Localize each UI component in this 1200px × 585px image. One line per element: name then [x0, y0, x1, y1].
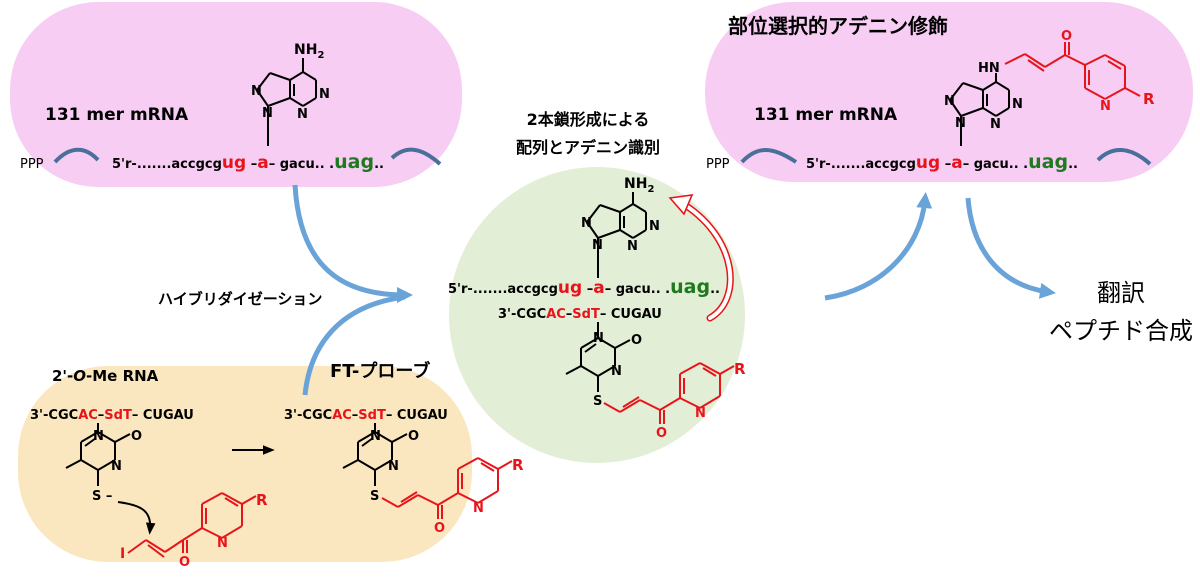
atom-n: N — [695, 406, 706, 421]
thioether-enone-linker — [381, 457, 513, 519]
duplex-mrna-sequence: 5'r-.......accgcgug –a– gacu.. .uag.. — [448, 276, 720, 298]
ome-rna-reagent: 2'-O-Me RNA 3'-CGCAC–SdT– CUGAU N O N S … — [30, 367, 268, 570]
translation-label: 翻訳 — [1097, 279, 1145, 307]
flow-arrow-probe-to-duplex — [302, 294, 406, 396]
ome-rna-title: 2'-O-Me RNA — [52, 367, 159, 385]
atom-n: N — [217, 536, 228, 551]
adenine-structure — [586, 192, 647, 278]
triphosphate-label: PPP — [706, 157, 730, 172]
probe-sequence: 3'-CGCAC–SdT– CUGAU — [284, 408, 448, 423]
atom-n: N — [111, 459, 122, 474]
flow-arrow-mrna-to-duplex — [292, 184, 413, 303]
mrna-sequence: 5'r-.......accgcgug –a– gacu.. .uag.. — [806, 151, 1078, 173]
atom-o: O — [656, 426, 667, 441]
amino-group: NH2 — [624, 176, 654, 195]
atom-n: N — [1100, 99, 1111, 114]
mrna-panel-left: 131 mer mRNA N N N N NH2 PPP 5'r-.......… — [20, 42, 442, 173]
panel-top-left-mrna — [10, 2, 462, 187]
atom-n: N — [627, 239, 638, 254]
peptide-synthesis-label: ペプチド合成 — [1049, 317, 1193, 345]
panel-bottom-probe — [18, 366, 472, 562]
nucleophilic-attack-arrow — [117, 501, 156, 535]
mrna-strand-wave-left — [740, 148, 798, 164]
atom-n: N — [319, 87, 330, 102]
ft-probe-title: FT-プローブ — [330, 360, 430, 382]
atom-o: O — [434, 521, 445, 536]
triphosphate-label: PPP — [20, 157, 44, 172]
atom-n: N — [944, 94, 955, 109]
atom-n: N — [581, 216, 592, 231]
thioether-enone-linker — [603, 362, 735, 424]
mrna-label: 131 mer mRNA — [754, 105, 898, 125]
atom-s: S — [370, 489, 379, 504]
duplex-recognition-title-1: 2本鎖形成による — [527, 110, 650, 129]
r-group: R — [256, 491, 268, 509]
panel-top-right-modified-mrna — [705, 2, 1193, 182]
duplex-structure: N N N N NH2 5'r-.......accgcgug –a– gacu… — [448, 176, 746, 441]
mrna-strand-wave-right — [1096, 147, 1152, 166]
atom-n: N — [649, 219, 660, 234]
duplex-probe-sequence: 3'-CGCAC–SdT– CUGAU — [498, 307, 662, 322]
hybridization-label: ハイブリダイゼーション — [158, 290, 322, 308]
thiouracil-ring — [65, 423, 131, 486]
atom-n: N — [611, 364, 622, 379]
mrna-strand-wave-right — [390, 147, 442, 166]
atom-o: O — [631, 333, 642, 348]
atom-n: N — [473, 501, 484, 516]
r-group: R — [734, 360, 746, 378]
atom-n: N — [370, 429, 381, 444]
r-group: R — [1143, 90, 1155, 108]
atom-n: N — [593, 331, 604, 346]
probe-sequence: 3'-CGCAC–SdT– CUGAU — [30, 408, 194, 423]
iodo-enone-reagent — [127, 492, 257, 558]
ft-probe: FT-プローブ 3'-CGCAC–SdT– CUGAU N O N S — [284, 360, 524, 536]
red-arrow-head — [668, 194, 694, 216]
modified-mrna-panel: 部位選択的アデニン修飾 131 mer mRNA HN — [706, 14, 1155, 173]
thiouracil-ring — [565, 322, 631, 392]
panel-title-site-selective: 部位選択的アデニン修飾 — [728, 14, 948, 38]
atom-n: N — [388, 459, 399, 474]
duplex-recognition-title-2: 配列とアデニン識別 — [516, 138, 660, 157]
r-group: R — [512, 456, 524, 474]
mrna-sequence: 5'r-.......accgcgug –a– gacu.. .uag.. — [112, 151, 384, 173]
atom-n: N — [990, 117, 1001, 132]
atom-o: O — [179, 555, 190, 570]
flow-arrow-duplex-to-modified — [824, 192, 933, 301]
adenine-structure — [256, 58, 317, 146]
atom-n: N — [297, 107, 308, 122]
atom-n: N — [955, 116, 966, 131]
panel-center-duplex — [449, 167, 745, 463]
amino-group: NH2 — [294, 42, 324, 61]
enone-linker — [1004, 42, 1141, 100]
thiolate: S – — [92, 489, 112, 504]
thiouracil-ring — [342, 423, 408, 486]
atom-n: N — [251, 84, 262, 99]
atom-s: S — [593, 394, 602, 409]
atom-n: N — [1012, 97, 1023, 112]
atom-n: N — [592, 238, 603, 253]
modified-adenine-structure — [949, 73, 1010, 146]
mrna-label: 131 mer mRNA — [45, 105, 189, 125]
hn-group: HN — [978, 61, 1000, 76]
atom-o: O — [1061, 29, 1072, 44]
atom-n: N — [93, 429, 104, 444]
atom-i: I — [120, 546, 125, 562]
flow-arrow-to-translation — [965, 197, 1056, 299]
atom-o: O — [131, 429, 142, 444]
atom-o: O — [408, 429, 419, 444]
atom-n: N — [262, 106, 273, 121]
mrna-strand-wave-left — [53, 147, 100, 164]
